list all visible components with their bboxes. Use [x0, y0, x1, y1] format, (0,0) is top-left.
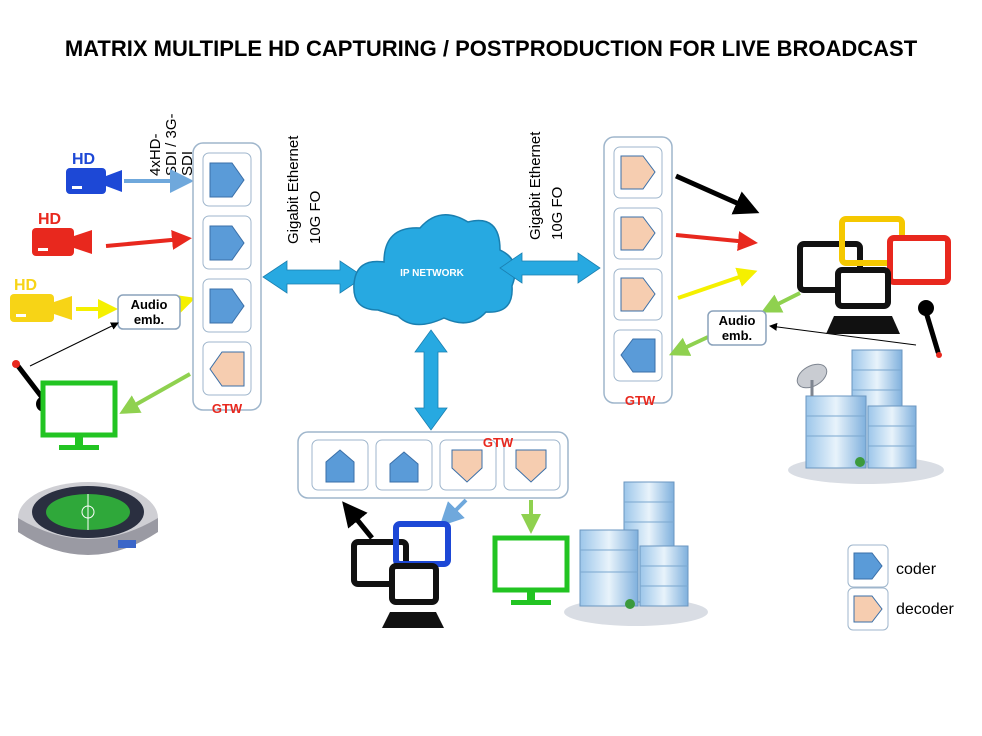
camera-red-icon: HD: [32, 211, 92, 256]
building-bottom-icon: [564, 481, 708, 626]
stadium-icon: [18, 482, 158, 555]
mic-line-right: [769, 322, 917, 346]
decoder-left-1: [202, 341, 252, 396]
arrow-green-to-monitor-left: [119, 372, 191, 414]
svg-text:emb.: emb.: [722, 328, 752, 343]
legend: coder decoder: [847, 544, 954, 631]
coder-bottom-2: [375, 439, 433, 491]
audio-emb-right: Audio emb.: [707, 310, 767, 346]
decoder-bottom-1: [439, 439, 497, 491]
ip-network-label: IP NETWORK: [400, 268, 464, 279]
svg-text:10G FO: 10G FO: [549, 187, 566, 240]
ip-network-cloud: IP NETWORK: [353, 214, 516, 326]
arrow-yellow-right: [677, 267, 758, 300]
coder-right-1: [613, 329, 663, 382]
link-left-to-network: [262, 260, 365, 294]
legend-coder-label: coder: [896, 561, 937, 578]
arrow-green-from-monitors: [761, 291, 801, 313]
coder-left-1: [202, 152, 252, 207]
decoder-right-1: [613, 146, 663, 199]
svg-text:10G FO: 10G FO: [307, 191, 324, 244]
decoder-bottom-2: [503, 439, 561, 491]
link-network-to-bottom: [414, 329, 448, 431]
svg-text:4xHD-: 4xHD-: [147, 133, 164, 176]
arrow-black-bottom: [342, 501, 374, 540]
arrow-audio-to-gtw: [173, 294, 196, 314]
arrow-red-camera: [105, 229, 192, 250]
svg-text:Gigabit Ethernet: Gigabit Ethernet: [527, 131, 544, 240]
mic-line-left: [29, 322, 119, 367]
svg-text:Gigabit Ethernet: Gigabit Ethernet: [285, 135, 302, 244]
workstation-right-icon: [797, 216, 951, 334]
coder-bottom-1: [311, 439, 369, 491]
svg-text:SDI / 3G-: SDI / 3G-: [163, 113, 180, 176]
decoder-right-3: [613, 268, 663, 321]
building-right-icon: [788, 349, 944, 484]
decoder-right-2: [613, 207, 663, 260]
diagram-title: MATRIX MULTIPLE HD CAPTURING / POSTPRODU…: [65, 36, 918, 61]
arrow-red-right: [675, 231, 758, 251]
arrow-lightblue-bottom: [439, 498, 468, 527]
camera-yellow-icon: HD: [10, 277, 72, 322]
legend-decoder: decoder: [847, 587, 954, 631]
gtw-bottom-label: GTW: [483, 435, 514, 450]
camera-yellow-label: HD: [14, 277, 37, 294]
camera-blue-label: HD: [72, 151, 95, 168]
legend-decoder-label: decoder: [896, 601, 954, 618]
svg-text:Audio: Audio: [719, 313, 756, 328]
workstation-bottom-icon: [351, 521, 451, 628]
link-network-to-right: [499, 252, 601, 284]
gtw-left-label: GTW: [212, 401, 243, 416]
sdi-label: 4xHD- SDI / 3G- SDI: [147, 113, 196, 176]
gateway-left: GTW: [192, 142, 262, 416]
monitor-left-icon: [40, 380, 118, 450]
gateway-right: GTW: [603, 136, 673, 408]
gige-left-label: Gigabit Ethernet 10G FO: [285, 135, 324, 244]
gige-right-label: Gigabit Ethernet 10G FO: [527, 131, 566, 240]
coder-left-2: [202, 215, 252, 270]
arrow-black-right: [674, 173, 760, 215]
svg-text:emb.: emb.: [134, 312, 164, 327]
gateway-bottom: GTW: [297, 431, 569, 499]
camera-red-label: HD: [38, 211, 61, 228]
arrow-green-to-gtw-right: [668, 335, 709, 356]
camera-blue-icon: HD: [66, 151, 122, 194]
svg-text:Audio: Audio: [131, 297, 168, 312]
coder-left-3: [202, 278, 252, 333]
audio-emb-left: Audio emb.: [117, 294, 181, 330]
monitor-bottom-icon: [492, 535, 570, 605]
microphone-right-icon: [918, 300, 942, 358]
gtw-right-label: GTW: [625, 393, 656, 408]
legend-coder: coder: [847, 544, 937, 588]
